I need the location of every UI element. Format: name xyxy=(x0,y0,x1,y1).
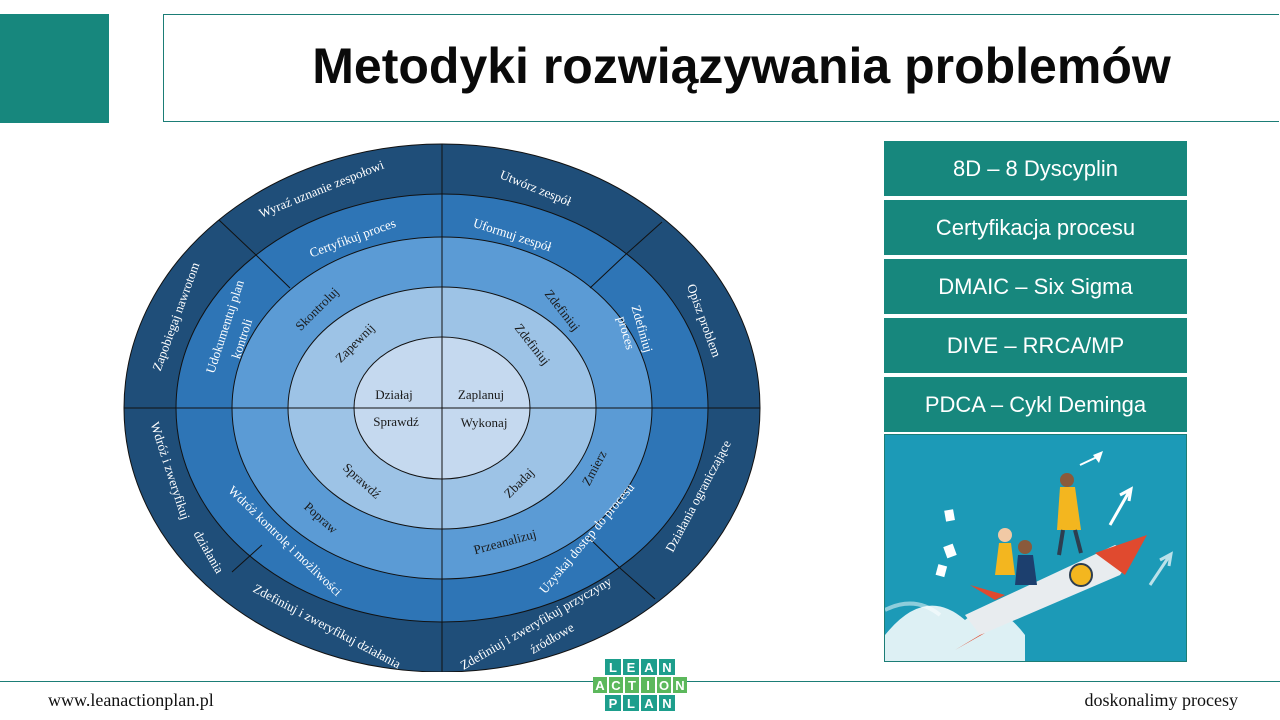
logo-letter: C xyxy=(609,677,623,693)
center-dzialaj: Działaj xyxy=(375,387,413,402)
logo-letter: N xyxy=(673,677,687,693)
page-title: Metodyki rozwiązywania problemów xyxy=(312,38,1171,94)
logo-letter: O xyxy=(657,677,671,693)
method-dive: DIVE – RRCA/MP xyxy=(884,318,1187,373)
divider-r2-tr xyxy=(589,255,625,289)
logo-letter: A xyxy=(641,695,657,711)
logo-letter: T xyxy=(625,677,639,693)
logo-letter: I xyxy=(641,677,655,693)
method-dmaic: DMAIC – Six Sigma xyxy=(884,259,1187,314)
logo-letter: N xyxy=(659,695,675,711)
logo-letter: A xyxy=(593,677,607,693)
logo-row-lean: L E A N xyxy=(593,659,687,675)
method-list: 8D – 8 Dyscyplin Certyfikacja procesu DM… xyxy=(884,141,1187,436)
divider-outer-tr xyxy=(623,221,663,257)
logo-row-plan: P L A N xyxy=(593,695,687,711)
title-box: Metodyki rozwiązywania problemów xyxy=(163,14,1279,122)
divider-r2-br xyxy=(587,536,622,570)
divider-outer-br xyxy=(620,568,656,600)
divider-outer-bl xyxy=(231,544,263,573)
divider-outer-tl xyxy=(218,219,257,256)
logo-letter: N xyxy=(659,659,675,675)
center-zaplanuj: Zaplanuj xyxy=(458,387,504,402)
accent-square xyxy=(0,14,109,123)
footer-slogan: doskonalimy procesy xyxy=(1084,690,1238,710)
logo-letter: A xyxy=(641,659,657,675)
divider-r2-tl xyxy=(255,254,291,289)
rocket-illustration xyxy=(884,434,1187,662)
methodology-wheel: Działaj Zaplanuj Sprawdź Wykonaj Zapewni… xyxy=(123,143,761,672)
logo-letter: P xyxy=(605,695,621,711)
logo-letter: L xyxy=(605,659,621,675)
method-pdca: PDCA – Cykl Deminga xyxy=(884,377,1187,432)
method-certyfikacja: Certyfikacja procesu xyxy=(884,200,1187,255)
logo-row-action: A C T I O N xyxy=(593,677,687,693)
center-sprawdz: Sprawdź xyxy=(373,414,419,429)
logo-letter: L xyxy=(623,695,639,711)
logo-letter: E xyxy=(623,659,639,675)
method-8d: 8D – 8 Dyscyplin xyxy=(884,141,1187,196)
lean-action-plan-logo: L E A N A C T I O N P L A N xyxy=(593,659,687,713)
center-wykonaj: Wykonaj xyxy=(461,415,508,430)
footer-website: www.leanactionplan.pl xyxy=(48,690,214,710)
